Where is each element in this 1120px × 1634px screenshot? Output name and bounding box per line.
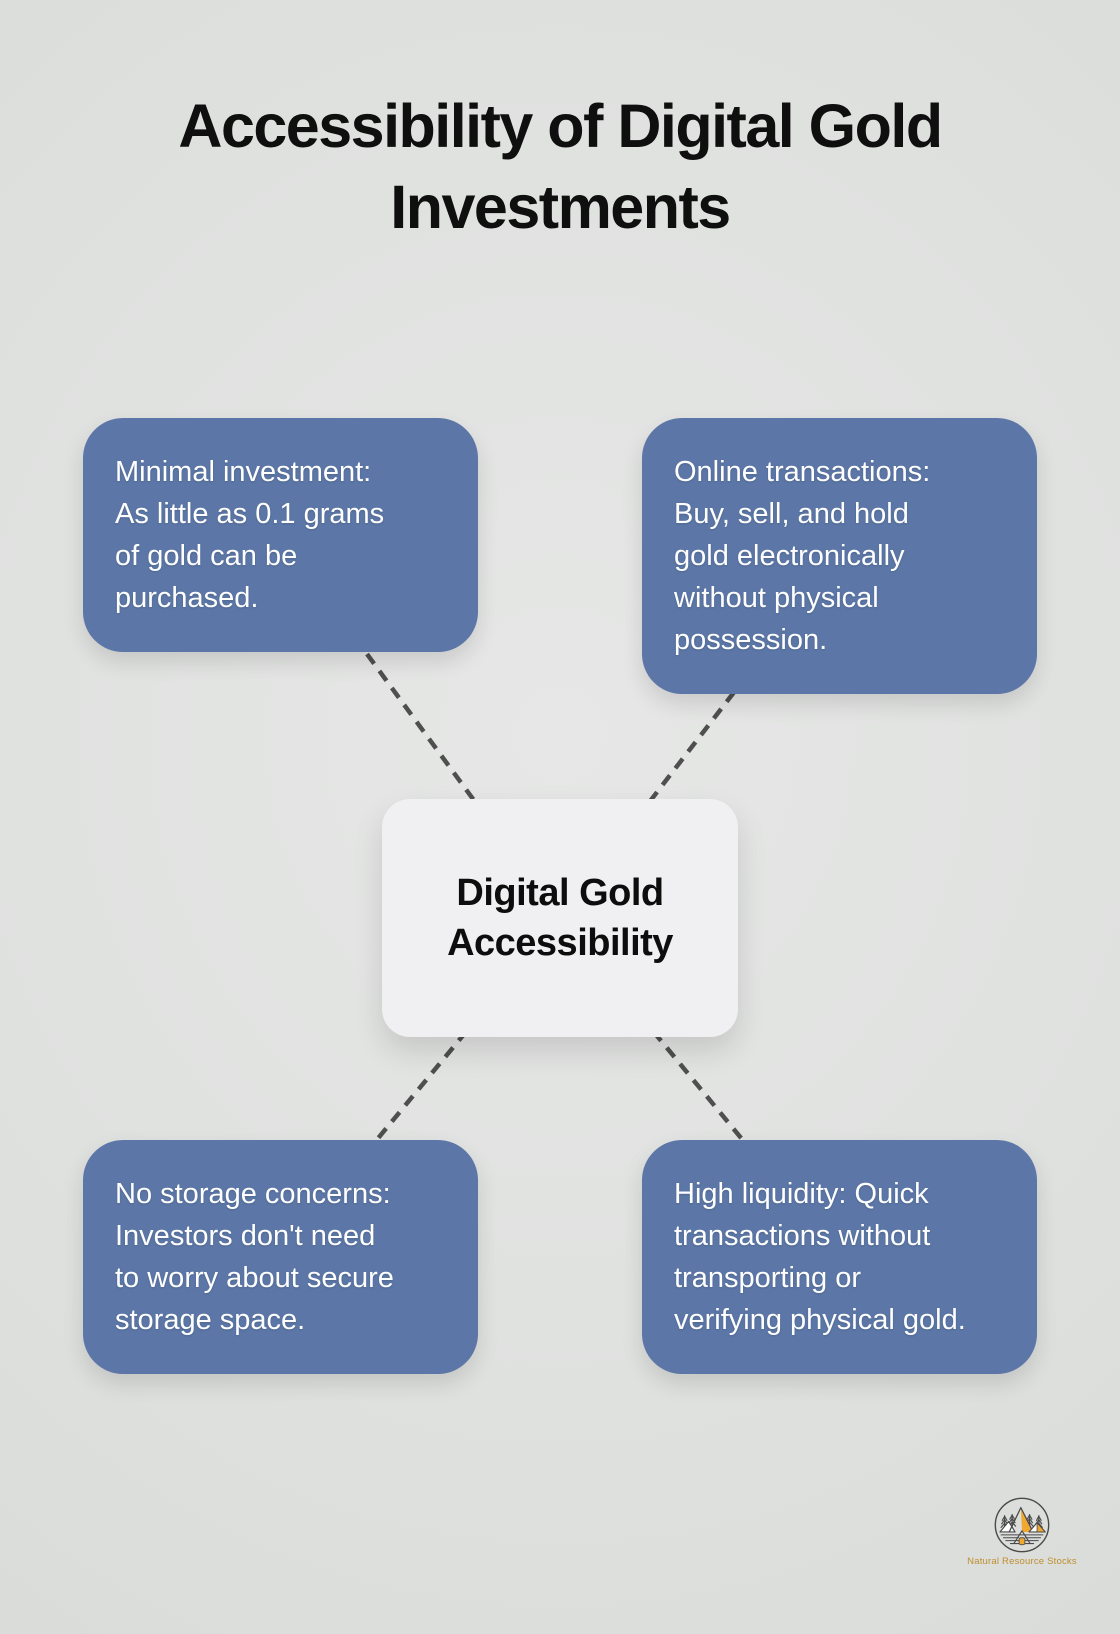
- center-node: Digital Gold Accessibility: [382, 799, 738, 1037]
- node-no-storage-concerns: No storage concerns: Investors don't nee…: [83, 1140, 478, 1374]
- page-title: Accessibility of Digital Gold Investment…: [178, 92, 943, 242]
- node-online-transactions-text: Online transactions: Buy, sell, and hold…: [674, 456, 931, 656]
- nature-mountains-logo-icon: [994, 1497, 1050, 1553]
- node-no-storage-concerns-text: No storage concerns: Investors don't nee…: [115, 1178, 394, 1336]
- node-online-transactions: Online transactions: Buy, sell, and hold…: [642, 418, 1037, 694]
- connector-line-top-left: [278, 533, 562, 920]
- node-minimal-investment-text: Minimal investment: As little as 0.1 gra…: [115, 456, 385, 614]
- brand-name: Natural Resource Stocks: [967, 1556, 1077, 1567]
- node-high-liquidity-text: High liquidity: Quick transactions witho…: [674, 1178, 966, 1336]
- brand-logo: Natural Resource Stocks: [964, 1496, 1080, 1567]
- node-high-liquidity: High liquidity: Quick transactions witho…: [642, 1140, 1037, 1374]
- node-minimal-investment: Minimal investment: As little as 0.1 gra…: [83, 418, 478, 652]
- center-node-label: Digital Gold Accessibility: [447, 871, 673, 964]
